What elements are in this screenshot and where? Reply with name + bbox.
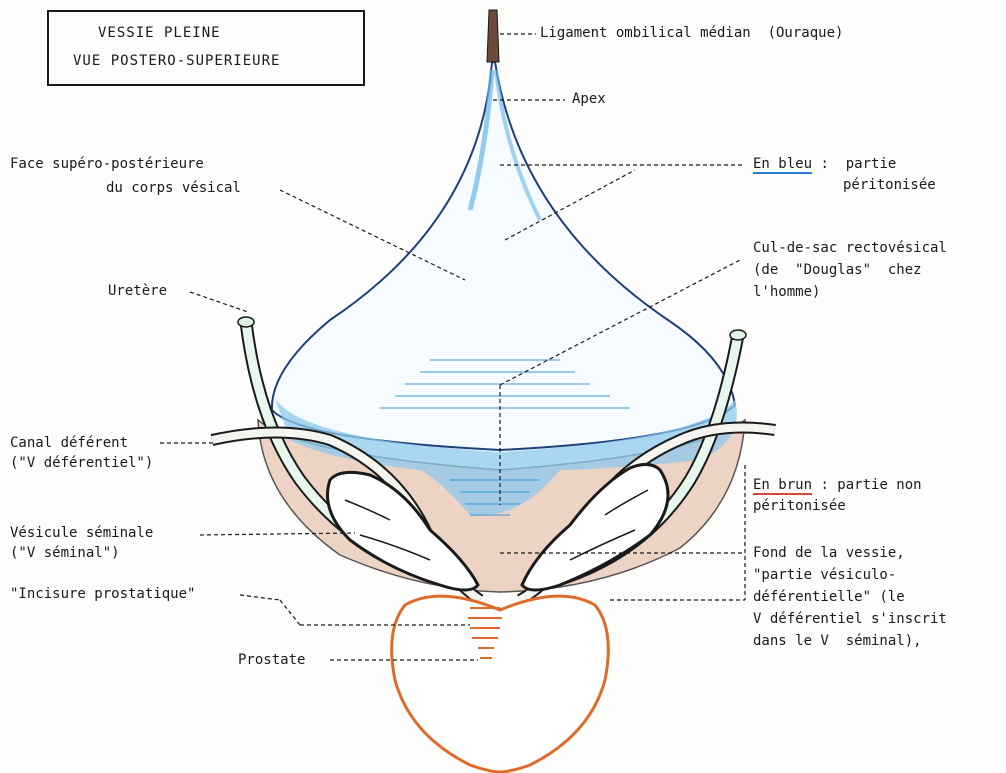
en-bleu-key: En bleu [753,156,812,174]
label-fond-line3: déférentielle" (le [753,589,905,606]
en-brun-rest: : partie non [812,477,922,493]
label-fond-line1: Fond de la vessie, [753,545,905,562]
label-fond-line2: "partie vésiculo- [753,567,896,584]
prostate [392,596,609,772]
label-canal-line2: ("V déférentiel") [10,455,153,472]
label-incisure: "Incisure prostatique" [10,586,195,603]
label-en-bleu-line2: péritonisée [843,177,936,194]
label-vesicule-line1: Vésicule séminale [10,525,153,542]
left-ureter-opening [238,317,254,327]
label-canal-line1: Canal déférent [10,435,128,452]
title-box [47,10,365,86]
label-prostate: Prostate [238,652,305,669]
label-en-brun: En brun : partie non [753,477,922,494]
label-cul-line2: (de "Douglas" chez [753,262,922,279]
title-line-2: VUE POSTERO-SUPERIEURE [73,53,280,69]
label-fond-line4: V déférentiel s'inscrit [753,611,947,628]
en-brun-key: En brun [753,477,812,495]
en-bleu-rest: : partie [812,156,896,172]
label-face-line1: Face supéro-postérieure [10,156,204,173]
label-en-bleu: En bleu : partie [753,156,896,173]
label-vesicule-line2: ("V séminal") [10,545,120,562]
label-uretere: Uretère [108,283,167,300]
label-cul-line1: Cul-de-sac rectovésical [753,240,947,257]
urachus-ligament [487,10,499,62]
label-face-line2: du corps vésical [106,180,241,197]
label-apex: Apex [572,91,606,108]
label-en-brun-line2: péritonisée [753,498,846,515]
title-line-1: VESSIE PLEINE [98,25,221,41]
right-ureter-opening [730,330,746,340]
label-cul-line3: l'homme) [753,284,820,301]
label-fond-line5: dans le V séminal), [753,633,922,650]
label-ligament: Ligament ombilical médian (Ouraque) [540,25,843,42]
